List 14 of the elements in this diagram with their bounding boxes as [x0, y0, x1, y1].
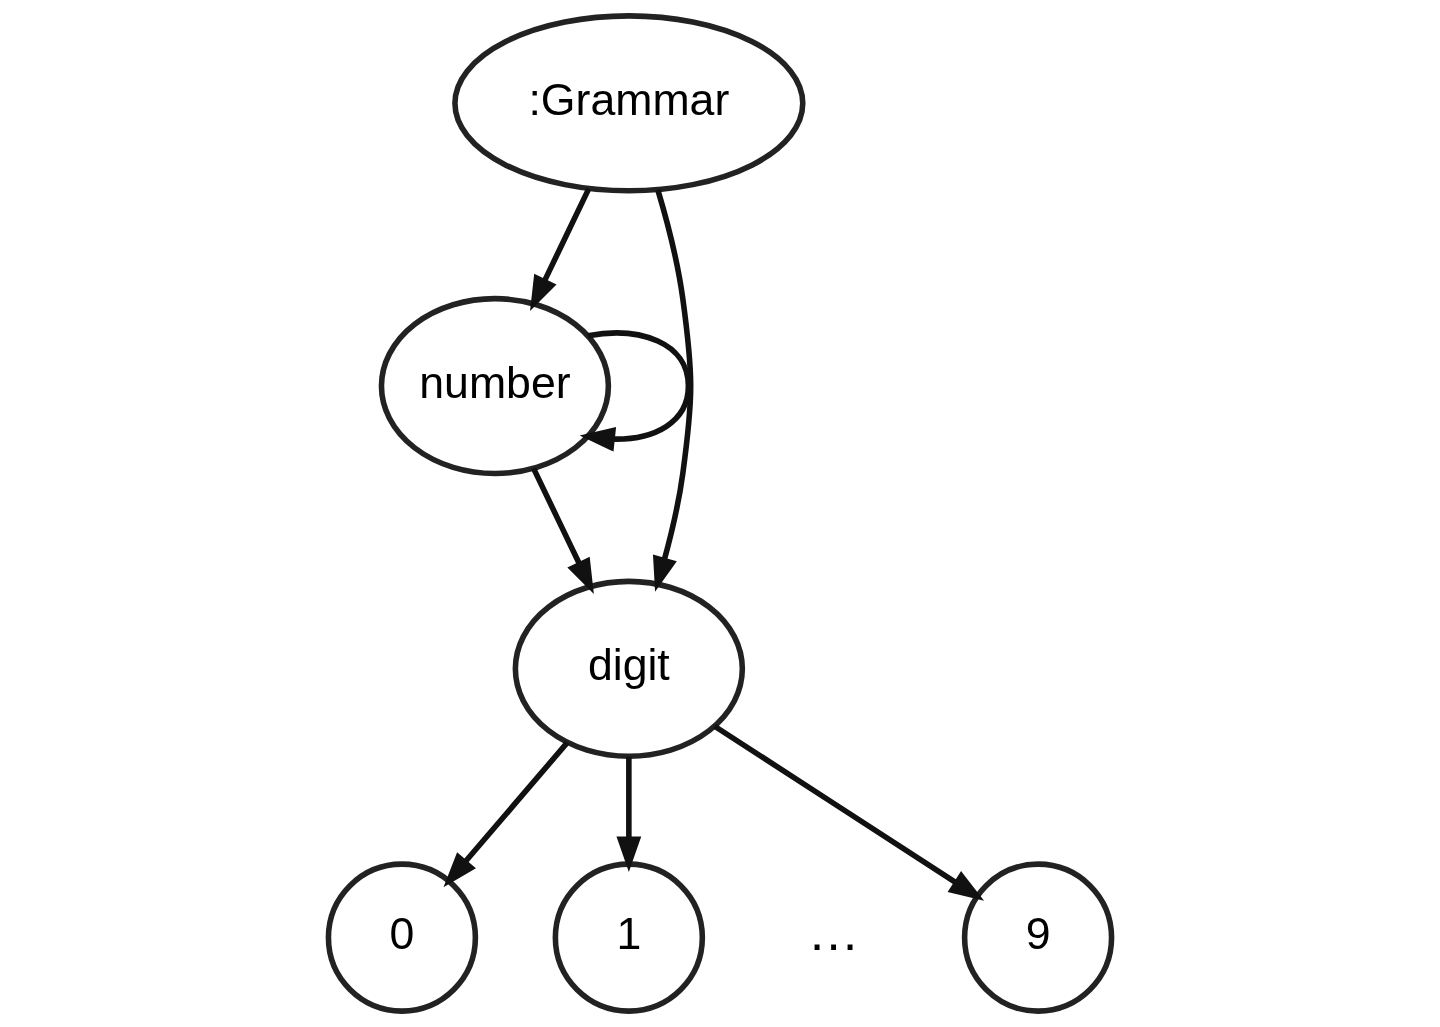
node-ellipse: :Grammar	[452, 13, 806, 194]
label: …	[807, 903, 860, 962]
node-circle: 9	[961, 861, 1115, 1014]
arrow	[713, 723, 985, 901]
node-circle: 1	[552, 861, 706, 1014]
arrow	[579, 330, 692, 452]
arrow	[443, 740, 570, 888]
arrow	[652, 189, 694, 592]
node-ellipse: digit	[512, 578, 746, 760]
arrow	[616, 756, 642, 872]
node-ellipse: number	[378, 295, 612, 477]
node-circle: 0	[325, 861, 479, 1014]
arrow	[531, 467, 594, 595]
arrow	[530, 187, 592, 312]
